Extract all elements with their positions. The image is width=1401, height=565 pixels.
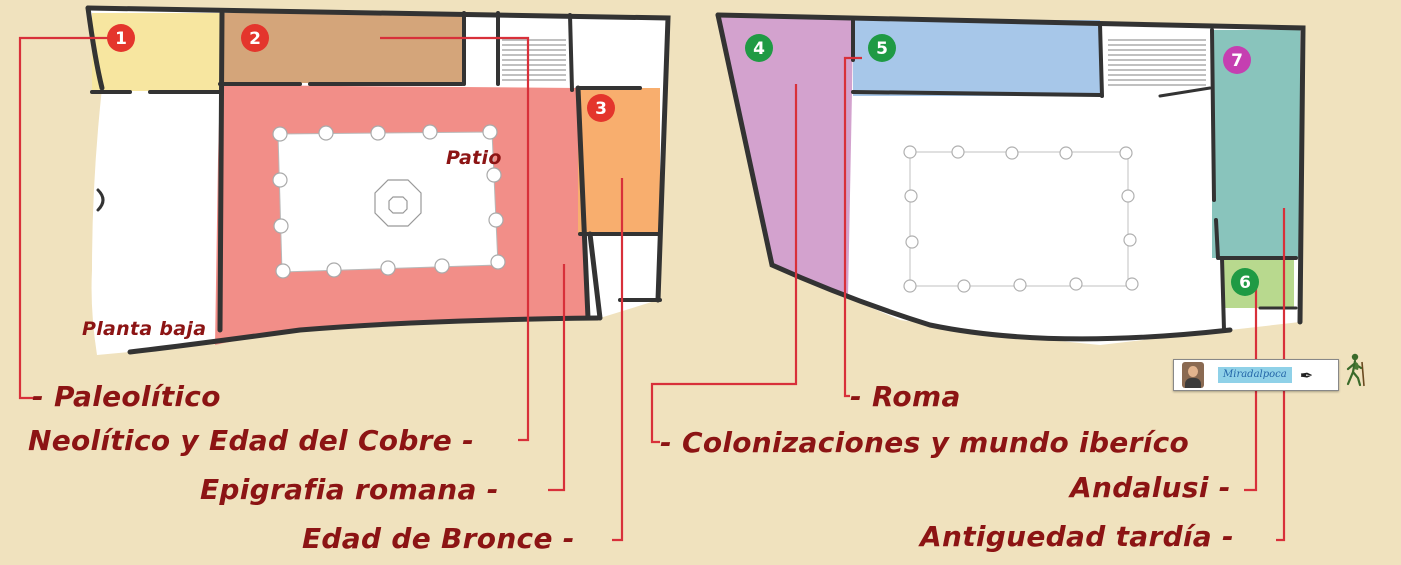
legend-colonizaciones: - Colonizaciones y mundo iberíco — [660, 426, 1190, 459]
legend-bronce: Edad de Bronce - — [302, 522, 575, 555]
leader-line-3-bronce — [612, 178, 624, 542]
fountain-icon — [374, 179, 422, 227]
room-markers: 1 2 3 4 5 6 7 — [107, 24, 1259, 296]
leader-line-6 — [1244, 284, 1258, 492]
room-4-colonizaciones — [718, 15, 853, 298]
marker-3: 3 — [587, 94, 615, 122]
marker-7: 7 — [1223, 46, 1251, 74]
leader-line-1 — [18, 36, 118, 400]
room-5-roma — [853, 20, 1100, 96]
right-floor-plan — [715, 12, 1306, 345]
legend-antiguedad: Antiguedad tardía - — [920, 520, 1234, 553]
marker-1: 1 — [107, 24, 135, 52]
marker-4: 4 — [745, 34, 773, 62]
pen-nib-icon: ✒ — [1299, 365, 1314, 385]
room-1-paleolitico — [92, 13, 222, 91]
left-floor-plan — [85, 5, 671, 355]
svg-text:3: 3 — [595, 99, 607, 119]
marker-2: 2 — [241, 24, 269, 52]
legend-paleolitico: - Paleolítico — [32, 380, 221, 413]
patio-right-columns — [903, 145, 1139, 293]
walking-hiker-icon — [1346, 353, 1365, 387]
legend-roma: - Roma — [850, 380, 961, 413]
leader-lines — [18, 36, 1286, 542]
legend-epigrafia: Epigrafia romana - — [200, 473, 499, 506]
patio-columns — [272, 124, 506, 279]
legend-andalusi: Andalusi - — [1070, 471, 1231, 504]
leader-line-3-epigrafia — [548, 264, 566, 492]
svg-text:6: 6 — [1239, 273, 1251, 293]
leader-line-2 — [380, 36, 530, 442]
svg-text:1: 1 — [115, 29, 127, 49]
watermark-text: Miradalpoca — [1218, 367, 1292, 383]
left-plan-walls — [85, 5, 671, 355]
legend-neolitico: Neolítico y Edad del Cobre - — [28, 424, 475, 457]
svg-text:7: 7 — [1231, 51, 1243, 71]
svg-text:4: 4 — [753, 39, 765, 59]
watermark-badge[interactable]: Miradalpoca ✒ — [1173, 359, 1339, 391]
patio-label: Patio — [446, 147, 502, 169]
leader-line-4 — [650, 84, 798, 444]
marker-6: 6 — [1231, 268, 1259, 296]
right-plan-walls — [715, 12, 1306, 342]
leader-line-5 — [843, 56, 862, 398]
stairs-left — [502, 39, 566, 81]
portrait-icon — [1182, 362, 1204, 388]
marker-5: 5 — [868, 34, 896, 62]
floor-caption-planta-baja: Planta baja — [82, 318, 207, 340]
leader-line-7 — [1276, 208, 1286, 542]
svg-text:2: 2 — [249, 29, 261, 49]
svg-text:5: 5 — [876, 39, 888, 59]
stairs-right — [1108, 39, 1206, 86]
right-plan-interior — [718, 15, 1303, 345]
